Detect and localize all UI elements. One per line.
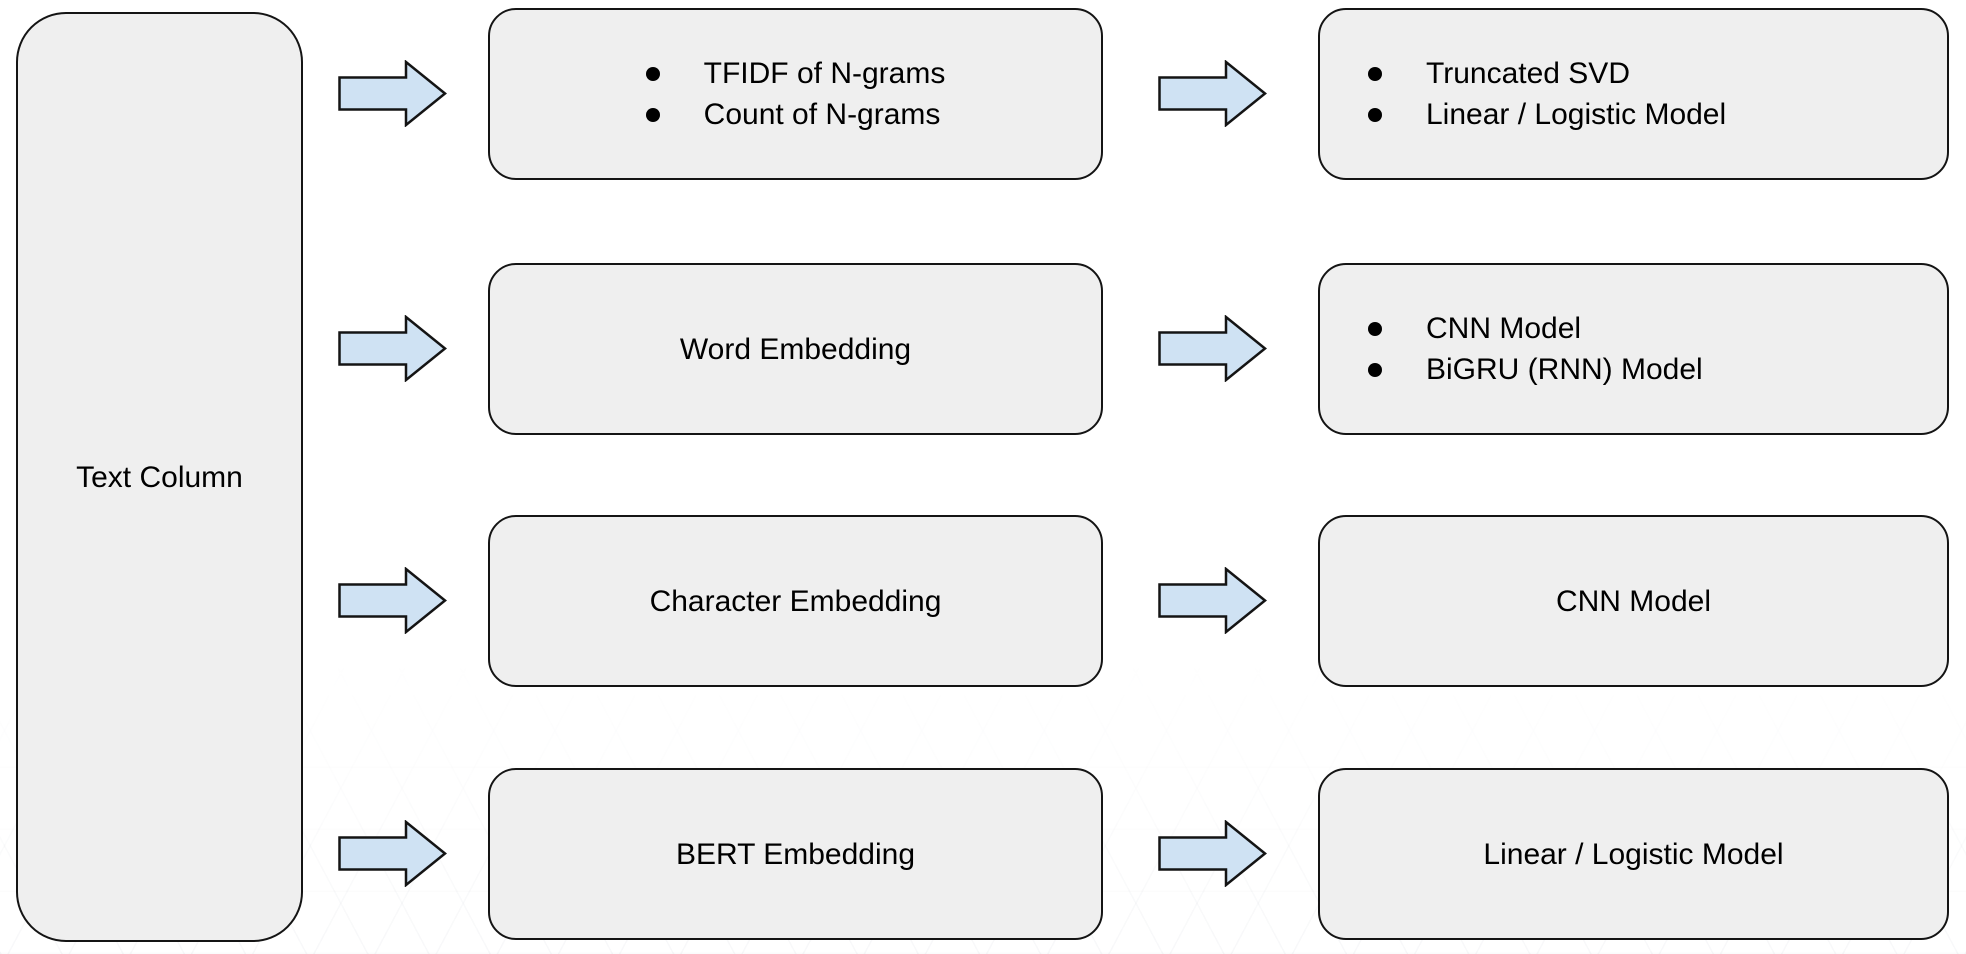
source-label: Text Column <box>76 460 243 494</box>
feature-label: Word Embedding <box>679 332 912 366</box>
model-label: Linear / Logistic Model <box>1426 98 1727 131</box>
flow-arrow-icon <box>338 820 447 887</box>
list-item: Truncated SVD <box>1368 53 1726 94</box>
bullet-icon <box>1368 107 1382 122</box>
bullet-icon <box>1368 321 1382 336</box>
model-box: Linear / Logistic Model <box>1318 768 1949 940</box>
feature-box: Word Embedding <box>488 263 1103 435</box>
feature-box: BERT Embedding <box>488 768 1103 940</box>
bullet-icon <box>645 66 660 81</box>
feature-list: TFIDF of N-grams Count of N-grams <box>645 53 946 135</box>
flow-arrow-icon <box>1158 567 1267 634</box>
source-box: Text Column <box>16 12 303 942</box>
list-item: BiGRU (RNN) Model <box>1368 349 1703 390</box>
bullet-icon <box>645 107 660 122</box>
feature-label: BERT Embedding <box>675 837 916 871</box>
flow-arrow-icon <box>338 315 447 382</box>
model-label: CNN Model <box>1426 312 1582 345</box>
model-box: CNN Model BiGRU (RNN) Model <box>1318 263 1949 435</box>
model-list: Truncated SVD Linear / Logistic Model <box>1368 53 1726 135</box>
model-list: CNN Model BiGRU (RNN) Model <box>1368 308 1703 390</box>
list-item: Count of N-grams <box>645 94 946 135</box>
bullet-icon <box>1368 362 1382 377</box>
list-item: Linear / Logistic Model <box>1368 94 1726 135</box>
model-box: Truncated SVD Linear / Logistic Model <box>1318 8 1949 180</box>
list-item: CNN Model <box>1368 308 1703 349</box>
flow-arrow-icon <box>338 60 447 127</box>
bullet-icon <box>1368 66 1382 81</box>
feature-box: TFIDF of N-grams Count of N-grams <box>488 8 1103 180</box>
feature-box: Character Embedding <box>488 515 1103 687</box>
feature-label: Count of N-grams <box>703 98 941 131</box>
feature-label: Character Embedding <box>649 584 942 618</box>
flow-arrow-icon <box>338 567 447 634</box>
model-label: CNN Model <box>1555 584 1712 618</box>
flow-arrow-icon <box>1158 820 1267 887</box>
model-label: Truncated SVD <box>1426 57 1630 90</box>
model-label: Linear / Logistic Model <box>1483 837 1784 871</box>
model-label: BiGRU (RNN) Model <box>1426 353 1703 386</box>
flow-arrow-icon <box>1158 60 1267 127</box>
flow-arrow-icon <box>1158 315 1267 382</box>
list-item: TFIDF of N-grams <box>645 53 946 94</box>
model-box: CNN Model <box>1318 515 1949 687</box>
feature-label: TFIDF of N-grams <box>703 57 946 90</box>
